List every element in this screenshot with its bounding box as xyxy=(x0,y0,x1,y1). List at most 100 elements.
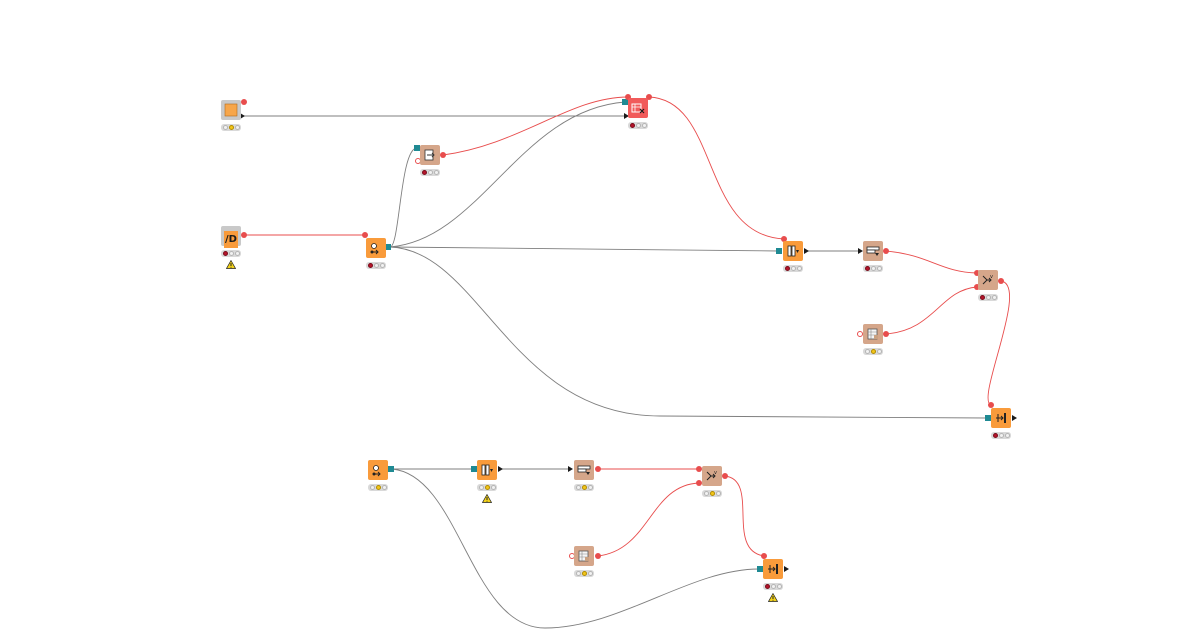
arrow-head xyxy=(858,248,863,254)
flowvar-port[interactable] xyxy=(696,466,702,472)
node-status-n15 xyxy=(574,570,594,577)
warning-icon[interactable] xyxy=(225,254,237,269)
arrow-head xyxy=(784,566,789,572)
node-status-n3 xyxy=(420,169,440,176)
connection-n5-n2[interactable] xyxy=(389,101,626,248)
table-port[interactable] xyxy=(985,415,991,421)
arrow-head xyxy=(624,113,629,119)
node-n5[interactable] xyxy=(366,238,386,258)
table-port[interactable] xyxy=(622,99,628,105)
arrow-head xyxy=(498,466,503,472)
table-creator-icon xyxy=(866,327,880,341)
column-filter-icon xyxy=(786,244,800,258)
status-led-green xyxy=(715,491,721,496)
status-led-yellow xyxy=(770,584,776,589)
table-port[interactable] xyxy=(388,466,394,472)
table-creator-icon xyxy=(577,549,591,563)
node-n13[interactable] xyxy=(574,460,594,480)
status-led-yellow xyxy=(870,349,876,354)
node-n16[interactable] xyxy=(763,559,783,579)
optional-port[interactable] xyxy=(857,331,863,337)
table-port[interactable] xyxy=(757,566,763,572)
connection-n5-n10[interactable] xyxy=(389,246,988,419)
connection-n5-n3[interactable] xyxy=(389,147,418,248)
warning-icon[interactable] xyxy=(767,587,779,602)
node-n8[interactable]: v xyxy=(978,270,998,290)
flowvar-port[interactable] xyxy=(595,553,601,559)
node-n12[interactable] xyxy=(477,460,497,480)
flowvar-port[interactable] xyxy=(883,248,889,254)
arrow-head xyxy=(804,248,809,254)
flowvar-n15-n14[interactable] xyxy=(597,482,700,557)
flowvar-port[interactable] xyxy=(362,232,368,238)
node-status-n6 xyxy=(783,265,803,272)
node-status-n11 xyxy=(368,484,388,491)
status-led-yellow xyxy=(228,125,234,130)
node-status-n9 xyxy=(863,348,883,355)
node-n10[interactable] xyxy=(991,408,1011,428)
status-led-yellow xyxy=(709,491,715,496)
status-led-green xyxy=(381,485,387,490)
connection-n5-n6[interactable] xyxy=(389,246,780,252)
status-led-red xyxy=(421,170,427,175)
flowvar-n2-n6[interactable] xyxy=(648,96,785,240)
status-led-yellow xyxy=(790,266,796,271)
node-n14[interactable]: v xyxy=(702,466,722,486)
flowvar-n7-n8[interactable] xyxy=(885,250,978,274)
arrow-head xyxy=(240,113,245,119)
table-port[interactable] xyxy=(471,466,477,472)
flowvar-n14-n16[interactable] xyxy=(724,475,765,557)
status-led-green xyxy=(379,263,385,268)
row-filter-icon xyxy=(577,463,591,477)
flowvar-n9-n8[interactable] xyxy=(885,286,978,335)
arrow-head xyxy=(568,466,573,472)
status-led-red xyxy=(864,266,870,271)
status-led-red xyxy=(992,433,998,438)
node-status-n7 xyxy=(863,265,883,272)
flowvar-port[interactable] xyxy=(722,473,728,479)
flowvar-n3-n2[interactable] xyxy=(442,96,629,156)
node-n7[interactable] xyxy=(863,241,883,261)
flowvar-port[interactable] xyxy=(883,331,889,337)
status-led-yellow xyxy=(998,433,1004,438)
status-led-yellow xyxy=(228,251,234,256)
flowvar-port[interactable] xyxy=(595,466,601,472)
flowvar-port[interactable] xyxy=(781,236,787,242)
table-port[interactable] xyxy=(414,145,420,151)
node-n6[interactable] xyxy=(783,241,803,261)
status-led-green xyxy=(776,584,782,589)
loop-start-icon xyxy=(369,241,383,255)
warning-icon[interactable] xyxy=(481,488,493,503)
status-led-yellow xyxy=(484,485,490,490)
node-n9[interactable] xyxy=(863,324,883,344)
table-port[interactable] xyxy=(776,248,782,254)
node-n2[interactable] xyxy=(628,98,648,118)
flowvar-port[interactable] xyxy=(241,232,247,238)
status-led-green xyxy=(587,485,593,490)
flowvar-port[interactable] xyxy=(696,480,702,486)
flowvar-port[interactable] xyxy=(988,402,994,408)
node-n11[interactable] xyxy=(368,460,388,480)
node-status-n10 xyxy=(991,432,1011,439)
flowvar-n8-n10[interactable] xyxy=(987,280,1011,406)
node-n4[interactable]: /D xyxy=(221,226,241,248)
status-led-yellow xyxy=(373,263,379,268)
flowvar-port[interactable] xyxy=(761,553,767,559)
node-status-n4 xyxy=(221,250,241,257)
file-arrow-icon xyxy=(423,148,437,162)
status-led-yellow xyxy=(985,295,991,300)
flowvar-port[interactable] xyxy=(998,278,1004,284)
node-n1[interactable] xyxy=(221,100,241,120)
node-n3[interactable] xyxy=(420,145,440,165)
status-led-red xyxy=(764,584,770,589)
connection-n11-n16[interactable] xyxy=(391,468,760,629)
status-led-red xyxy=(367,263,373,268)
arrow-head xyxy=(1012,415,1017,421)
status-led-green xyxy=(433,170,439,175)
flowvar-port[interactable] xyxy=(440,152,446,158)
node-n15[interactable] xyxy=(574,546,594,566)
status-led-red xyxy=(979,295,985,300)
table-port[interactable] xyxy=(385,244,391,250)
flowvar-port[interactable] xyxy=(241,99,247,105)
